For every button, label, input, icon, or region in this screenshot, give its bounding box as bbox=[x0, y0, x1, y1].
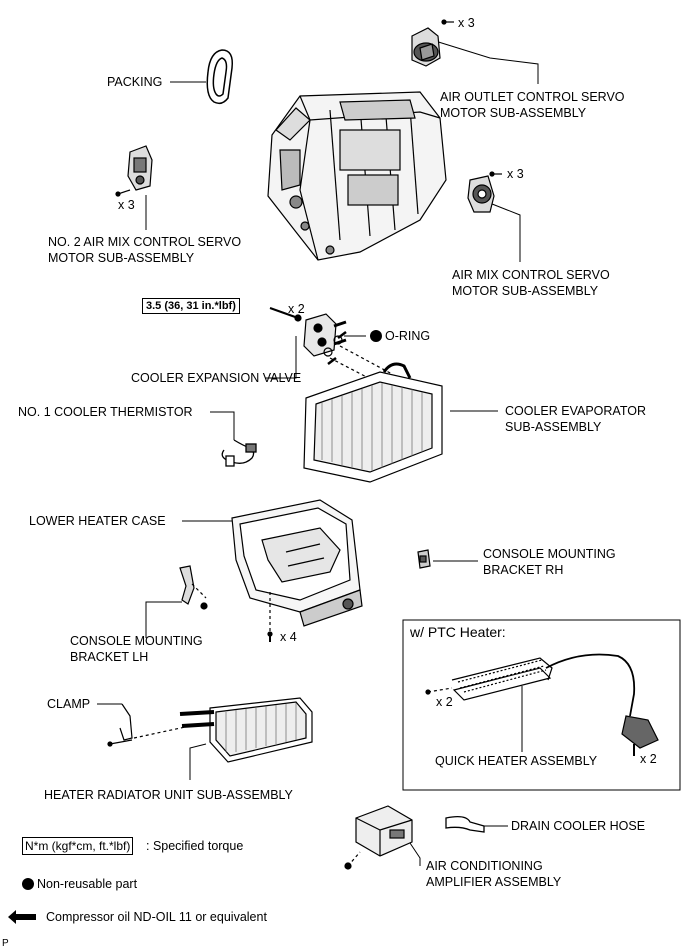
label-quick-heater: QUICK HEATER ASSEMBLY bbox=[435, 754, 598, 768]
torque-spec-box: 3.5 (36, 31 in.*lbf) bbox=[142, 298, 240, 314]
lower-heater-case-part bbox=[231, 499, 363, 627]
non-reusable-dot-icon bbox=[370, 330, 382, 342]
legend-non-reusable-text: Non-reusable part bbox=[37, 877, 138, 891]
label-cooler-expansion-valve: COOLER EXPANSION VALVE bbox=[131, 371, 302, 385]
console-bracket-rh-part bbox=[417, 549, 431, 569]
oil-arrow-icon bbox=[8, 910, 36, 924]
drain-cooler-hose-part bbox=[445, 816, 485, 833]
packing-part bbox=[206, 49, 234, 105]
label-air-mix-servo-2: MOTOR SUB-ASSEMBLY bbox=[452, 284, 599, 298]
label-console-bracket-rh-1: CONSOLE MOUNTING bbox=[483, 547, 616, 561]
label-lower-heater-case: LOWER HEATER CASE bbox=[29, 514, 166, 528]
ptc-heater-frame bbox=[402, 619, 681, 791]
label-air-outlet-servo-1: AIR OUTLET CONTROL SERVO bbox=[440, 90, 625, 104]
legend-torque-description: : Specified torque bbox=[146, 839, 244, 853]
qty-air-outlet-screws: x 3 bbox=[458, 16, 475, 30]
label-cooler-evaporator-1: COOLER EVAPORATOR bbox=[505, 404, 647, 418]
legend-compressor-oil: Compressor oil ND-OIL 11 or equivalent bbox=[46, 910, 267, 924]
label-o-ring: O-RING bbox=[370, 329, 430, 344]
label-heater-radiator: HEATER RADIATOR UNIT SUB-ASSEMBLY bbox=[44, 788, 293, 802]
label-no1-cooler-thermistor: NO. 1 COOLER THERMISTOR bbox=[18, 405, 193, 419]
label-o-ring-text: O-RING bbox=[385, 329, 431, 343]
label-console-bracket-lh-1: CONSOLE MOUNTING bbox=[70, 634, 203, 648]
label-air-mix-servo-1: AIR MIX CONTROL SERVO bbox=[452, 268, 610, 282]
legend-torque-unit-box: N*m (kgf*cm, ft.*lbf) bbox=[22, 837, 134, 855]
qty-no2-air-mix-screws: x 3 bbox=[118, 198, 135, 212]
leader-lines bbox=[97, 39, 539, 866]
ptc-heater-title: w/ PTC Heater: bbox=[410, 624, 506, 640]
air-mix-servo-part bbox=[467, 171, 502, 213]
clamp-part bbox=[107, 703, 191, 747]
case-screw bbox=[267, 592, 273, 642]
label-air-outlet-servo-2: MOTOR SUB-ASSEMBLY bbox=[440, 106, 587, 120]
qty-ptc-left-screws: x 2 bbox=[436, 695, 453, 709]
heater-radiator-part bbox=[179, 697, 313, 763]
label-packing: PACKING bbox=[107, 75, 163, 89]
label-no2-air-mix-servo-2: MOTOR SUB-ASSEMBLY bbox=[48, 251, 195, 265]
label-drain-cooler-hose: DRAIN COOLER HOSE bbox=[511, 819, 646, 833]
label-console-bracket-lh-2: BRACKET LH bbox=[70, 650, 149, 664]
qty-ptc-right-screws: x 2 bbox=[640, 752, 657, 766]
hvac-main-unit-part bbox=[267, 91, 447, 261]
console-bracket-lh-part bbox=[179, 565, 208, 610]
label-clamp: CLAMP bbox=[47, 697, 91, 711]
torque-bolt bbox=[269, 307, 302, 322]
air-outlet-servo-part bbox=[411, 19, 454, 67]
qty-torque-bolts: x 2 bbox=[288, 302, 305, 316]
label-cooler-evaporator-2: SUB-ASSEMBLY bbox=[505, 420, 602, 434]
legend-dot-icon bbox=[22, 878, 34, 890]
no2-air-mix-servo-part bbox=[115, 145, 153, 197]
ac-amplifier-part bbox=[344, 805, 413, 870]
qty-air-mix-screws: x 3 bbox=[507, 167, 524, 181]
label-ac-amplifier-2: AMPLIFIER ASSEMBLY bbox=[426, 875, 562, 889]
cooler-evaporator-part bbox=[303, 362, 443, 483]
label-ac-amplifier-1: AIR CONDITIONING bbox=[426, 859, 543, 873]
quick-heater-part bbox=[425, 653, 659, 756]
o-ring-parts bbox=[323, 331, 393, 385]
label-console-bracket-rh-2: BRACKET RH bbox=[483, 563, 564, 577]
legend-non-reusable: Non-reusable part bbox=[22, 877, 137, 892]
qty-case-screws: x 4 bbox=[280, 630, 297, 644]
cooler-thermistor-part bbox=[221, 439, 257, 467]
label-no2-air-mix-servo-1: NO. 2 AIR MIX CONTROL SERVO bbox=[48, 235, 242, 249]
corner-code: P bbox=[2, 938, 9, 949]
